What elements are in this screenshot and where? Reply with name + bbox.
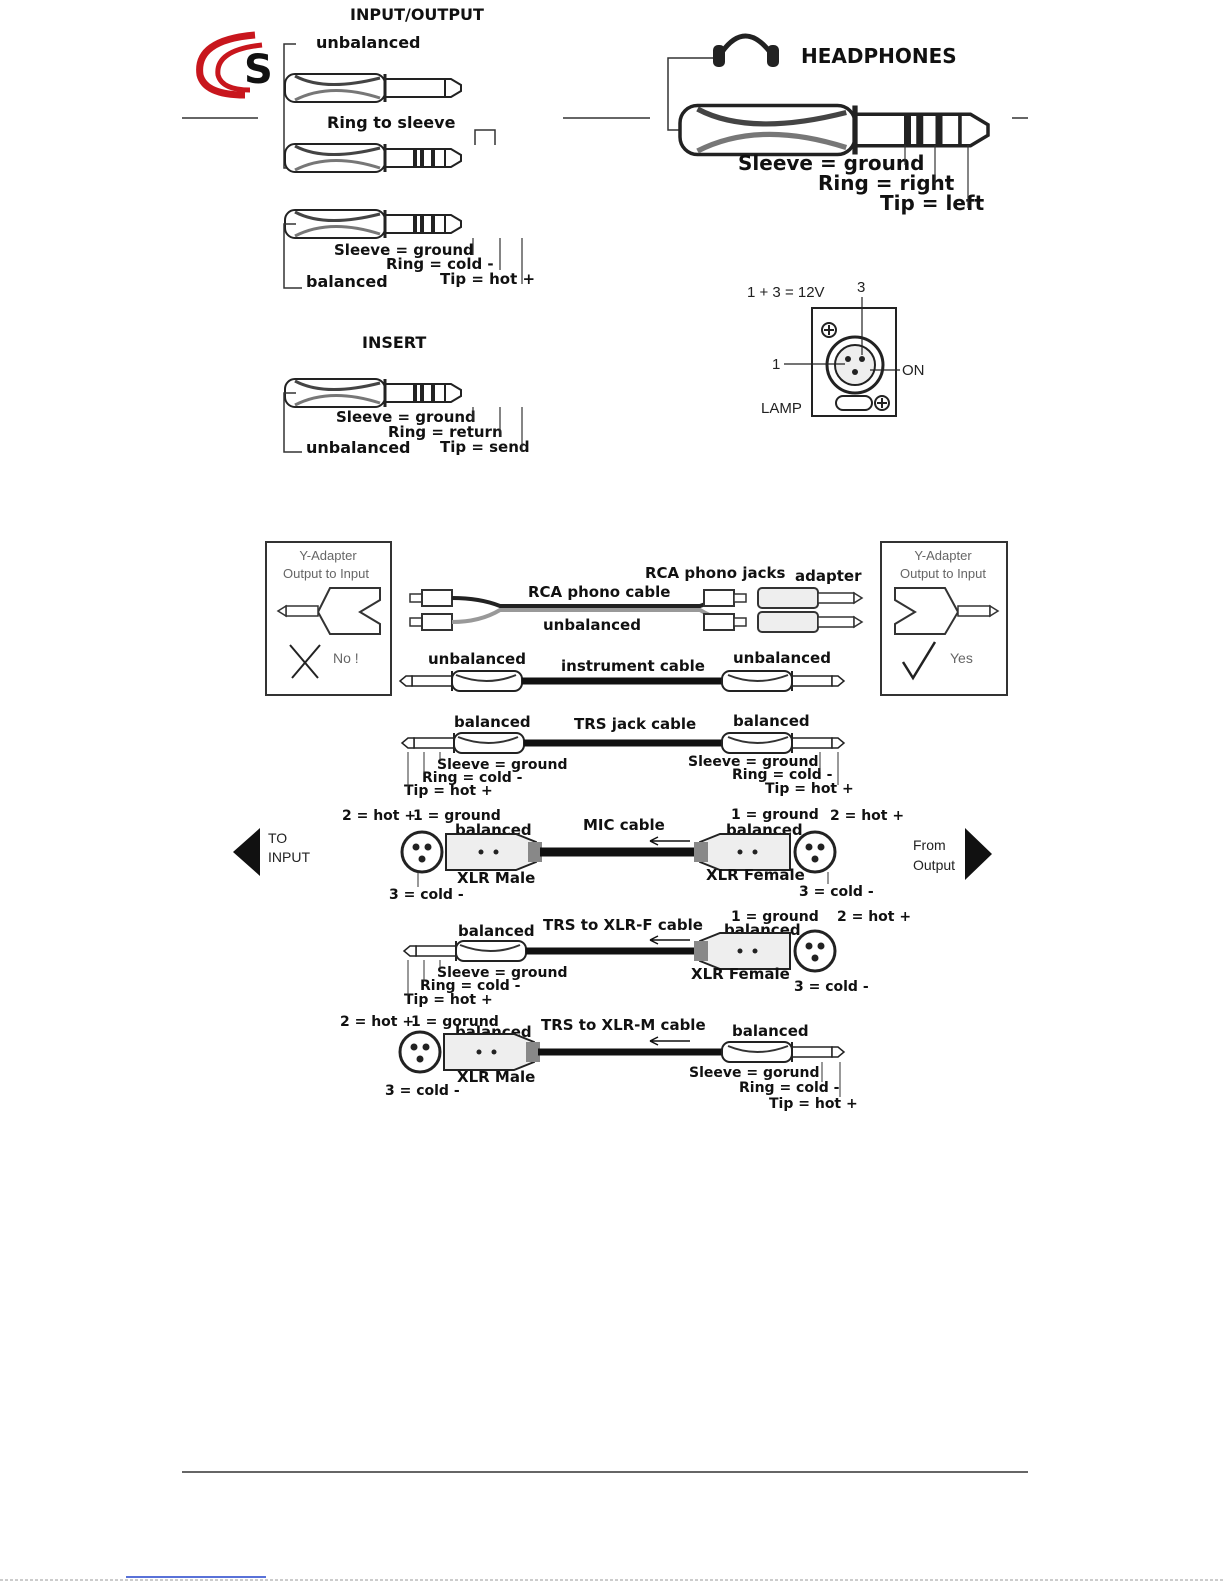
rca-jacks-label: RCA phono jacks [645, 564, 785, 582]
headphones-icon [713, 33, 779, 67]
mic-right-cold: 3 = cold - [799, 884, 874, 900]
rca-adapter-label: adapter [795, 567, 862, 585]
headphones-title: HEADPHONES [801, 44, 957, 68]
io-title: INPUT/OUTPUT [350, 5, 484, 24]
trs-xlrf-sleeve: Sleeve = ground [437, 965, 567, 981]
hp-ring-label: Ring = right [818, 171, 955, 195]
signal-arrow-icon [649, 935, 690, 945]
output-label: Output [913, 857, 955, 873]
trs-xlrf-tip: Tip = hot + [404, 992, 493, 1008]
trs-xlrf-ground: 1 = ground [731, 909, 819, 925]
instrument-cable-diagram: unbalanced instrument cable unbalanced [399, 649, 845, 692]
insert-tip-label: Tip = send [440, 438, 530, 456]
trs-xlrm-sleeve: Sleeve = gorund [689, 1065, 819, 1081]
lamp-pin1: 1 [772, 356, 780, 373]
io-ring-label: Ring = cold - [386, 255, 494, 273]
trs-xlrf-cold: 3 = cold - [794, 979, 869, 995]
io-tip-label: Tip = hot + [440, 270, 535, 288]
brand-logo: S [196, 31, 273, 99]
signal-arrow-icon [649, 836, 690, 846]
trs-left-balanced: balanced [454, 713, 531, 731]
headphones-section: HEADPHONES Sleeve = ground Ring = right … [667, 33, 988, 215]
mic-left-cold: 3 = cold - [389, 887, 464, 903]
trs-cable-diagram: balanced TRS jack cable balanced Sleeve … [401, 712, 854, 799]
instrument-cable-label: instrument cable [561, 657, 705, 675]
trs-xlrf-hot: 2 = hot + [837, 909, 911, 925]
trs-left-sleeve: Sleeve = ground [437, 757, 567, 773]
trs-xlrm-ring: Ring = cold - [739, 1080, 840, 1096]
trs-right-balanced: balanced [733, 712, 810, 730]
mic-cable-diagram: TO INPUT From Output 2 = hot + 1 = groun… [233, 807, 992, 903]
signal-arrow-icon [649, 1036, 690, 1046]
from-label: From [913, 837, 946, 853]
check-mark-icon [901, 641, 937, 681]
trs-xlrm-cable-diagram: 2 = hot + 1 = gorund balanced TRS to XLR… [340, 1014, 858, 1112]
mic-left-hot: 2 = hot + [342, 808, 416, 824]
trs-xlrm-label: TRS to XLR-M cable [541, 1016, 706, 1034]
rca-unbalanced-label: unbalanced [543, 616, 641, 634]
trs-right-sleeve: Sleeve = ground [688, 754, 818, 770]
io-section: INPUT/OUTPUT unbalanced Ring to sleeve S… [283, 5, 535, 291]
trs-xlrm-hot: 2 = hot + [340, 1014, 414, 1030]
io-unbalanced-label: unbalanced [316, 33, 421, 52]
instrument-right-label: unbalanced [733, 649, 831, 667]
insert-ring-label: Ring = return [388, 423, 503, 441]
y-adapter-right-subtitle: Output to Input [900, 566, 986, 581]
mic-left-ground: 1 = ground [413, 808, 501, 824]
mic-cable-label: MIC cable [583, 816, 665, 834]
instrument-left-label: unbalanced [428, 650, 526, 668]
lamp-connector: 1 + 3 = 12V 3 1 ON LAMP [747, 279, 925, 417]
trs-right-ring: Ring = cold - [732, 767, 833, 783]
trs-xlrf-balanced-left: balanced [458, 922, 535, 940]
y-adapter-right-verdict: Yes [950, 650, 973, 666]
trs-xlrm-ground: 1 = gorund [411, 1014, 499, 1030]
from-output-arrow-icon [965, 828, 992, 880]
insert-title: INSERT [362, 333, 426, 352]
rca-cable-label: RCA phono cable [528, 583, 670, 601]
lamp-pin3: 3 [857, 279, 865, 296]
hp-tip-label: Tip = left [880, 191, 985, 215]
trs-xlrm-balanced-right: balanced [732, 1022, 809, 1040]
y-adapter-no-box: Y-Adapter Output to Input No ! [265, 541, 392, 696]
to-input-arrow-icon [233, 828, 260, 876]
io-ring-to-sleeve: Ring to sleeve [327, 113, 456, 132]
trs-xlrm-xlr-male: XLR Male [457, 1068, 535, 1086]
trs-xlrf-xlr-female: XLR Female [691, 965, 790, 983]
trs-left-tip: Tip = hot + [404, 783, 493, 799]
mic-xlr-female: XLR Female [706, 866, 805, 884]
trs-xlrf-label: TRS to XLR-F cable [543, 916, 703, 934]
lamp-on: ON [902, 362, 925, 379]
trs-right-tip: Tip = hot + [765, 781, 854, 797]
y-adapter-left-verdict: No ! [333, 650, 359, 666]
y-adapter-left-title: Y-Adapter [299, 548, 357, 563]
mic-xlr-male: XLR Male [457, 869, 535, 887]
trs-xlrm-tip: Tip = hot + [769, 1096, 858, 1112]
trs-left-ring: Ring = cold - [422, 770, 523, 786]
lamp-formula: 1 + 3 = 12V [747, 284, 825, 301]
logo-letter: S [244, 47, 273, 93]
trs-xlrf-ring: Ring = cold - [420, 978, 521, 994]
mic-right-ground: 1 = ground [731, 807, 819, 823]
y-adapter-left-subtitle: Output to Input [283, 566, 369, 581]
trs-cable-label: TRS jack cable [574, 715, 696, 733]
trs-xlrm-cold: 3 = cold - [385, 1083, 460, 1099]
io-sleeve-label: Sleeve = ground [334, 241, 474, 259]
lamp-label: LAMP [761, 400, 802, 417]
rca-cable-diagram: RCA phono jacks adapter RCA phono cable … [409, 564, 864, 634]
input-label: INPUT [268, 849, 310, 865]
trs-xlrf-cable-diagram: balanced TRS to XLR-F cable 1 = ground 2… [403, 909, 911, 1008]
insert-sleeve-label: Sleeve = ground [336, 408, 476, 426]
y-adapter-yes-box: Y-Adapter Output to Input Yes [880, 541, 1008, 696]
y-adapter-right-title: Y-Adapter [914, 548, 972, 563]
hp-sleeve-label: Sleeve = ground [738, 151, 924, 175]
insert-unbalanced-label: unbalanced [306, 438, 411, 457]
io-balanced-label: balanced [306, 272, 388, 291]
mic-right-hot: 2 = hot + [830, 808, 904, 824]
to-label: TO [268, 830, 287, 846]
insert-section: INSERT Sleeve = ground Ring = return Tip… [283, 333, 530, 457]
x-mark-icon [289, 644, 321, 679]
